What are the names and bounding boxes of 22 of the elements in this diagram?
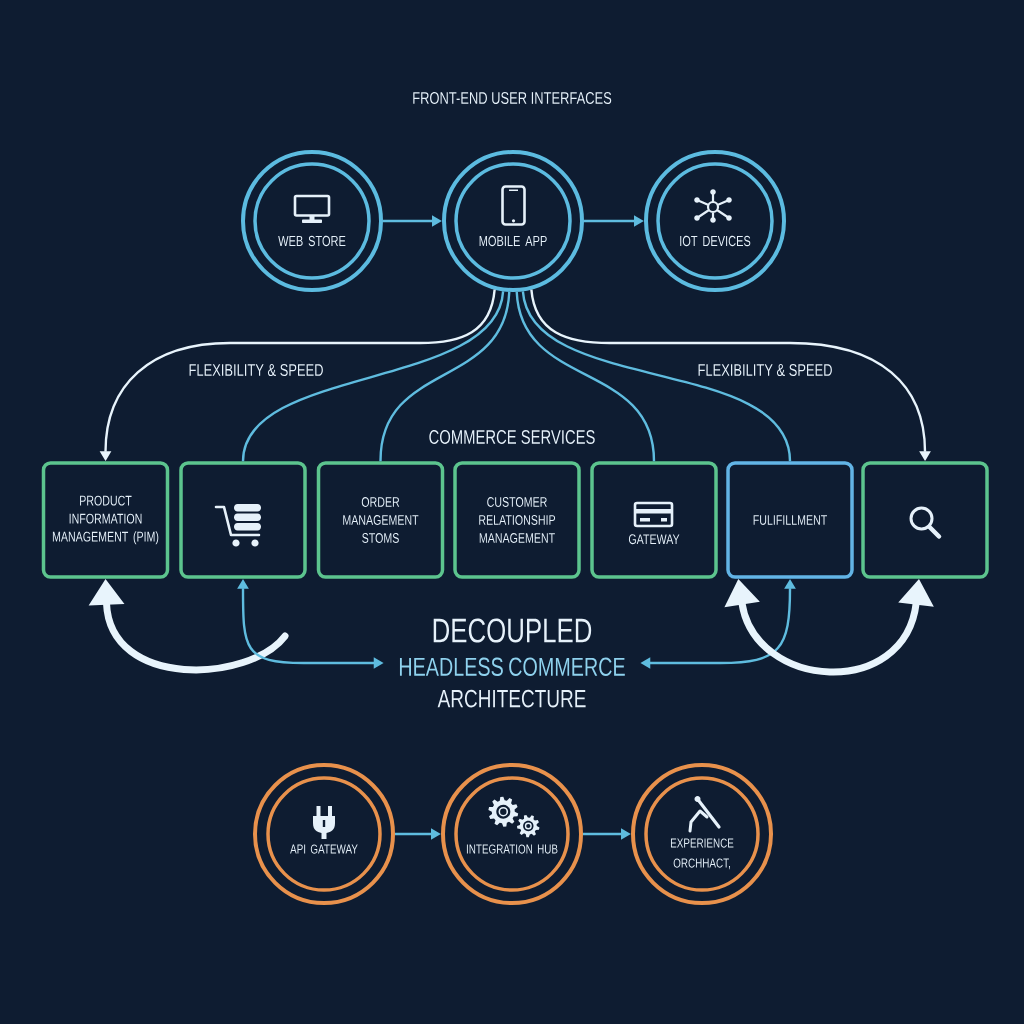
service-box: [861, 461, 989, 579]
edge-label: FLEXIBILITY & SPEED: [698, 364, 832, 376]
center-heading: DECOUPLED HEADLESS COMMERCE ARCHITECTURE: [399, 618, 625, 708]
circle-node: API GATEWAY: [253, 763, 395, 905]
service-box: GATEWAY: [590, 461, 718, 579]
service-box: CUSTOMER RELATIONSHIP MANAGEMENT: [453, 461, 581, 579]
service-box: ORDER MANAGEMENT STOMS: [316, 461, 445, 579]
circle-node: IOT DEVICES: [644, 150, 786, 292]
section-label: COMMERCE SERVICES: [429, 430, 595, 444]
circle-node: INTEGRATION HUB: [441, 763, 583, 905]
circle-node: WEB STORE: [241, 150, 383, 292]
edge-label: FLEXIBILITY & SPEED: [189, 364, 323, 376]
connector-line: [241, 290, 505, 462]
service-box: FULIFILLMENT: [726, 461, 854, 579]
connector-line: [515, 291, 656, 462]
circle-node: MOBILE APP: [442, 150, 584, 292]
title: FRONT-END USER INTERFACES: [413, 91, 612, 104]
service-box: [179, 461, 307, 579]
connector-line: [379, 291, 511, 462]
connector-line: [521, 290, 792, 462]
service-box: PRODUCT INFORMATION MANAGEMENT (PIM): [41, 461, 170, 579]
circle-node: EXPERIENCE ORCHHACT,: [631, 763, 773, 905]
